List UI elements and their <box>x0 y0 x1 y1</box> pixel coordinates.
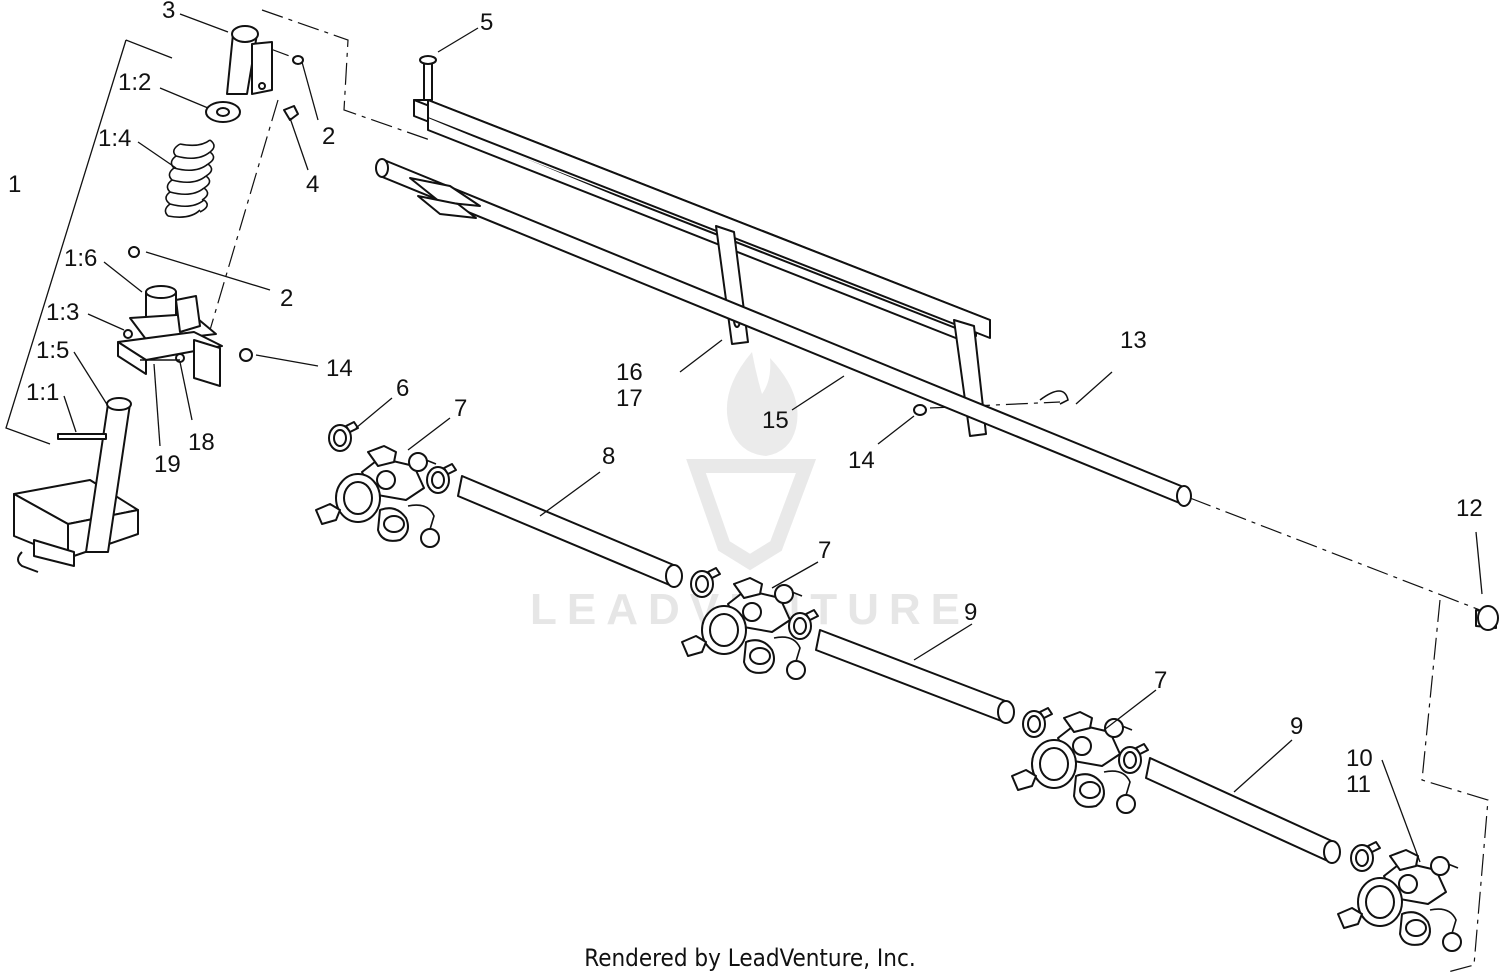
callout-1-5: 1:5 <box>36 337 69 364</box>
leader-lines-nozzles <box>355 397 1421 863</box>
callout-1-6: 1:6 <box>64 245 97 272</box>
boom-sections <box>457 471 1499 864</box>
callout-13: 13 <box>1120 327 1147 354</box>
callout-1-4: 1:4 <box>98 125 131 152</box>
callout-9a: 9 <box>964 599 977 626</box>
callout-18: 18 <box>188 429 215 456</box>
callout-10: 10 <box>1346 745 1373 772</box>
callout-3: 3 <box>162 0 175 24</box>
callout-11: 11 <box>1346 771 1371 798</box>
leader-lines-left <box>63 13 319 447</box>
hose-clamp-1b <box>426 463 457 494</box>
callout-2a: 2 <box>322 123 335 150</box>
hose-clamp-3b <box>1118 743 1149 774</box>
callout-7b: 7 <box>818 537 831 564</box>
top-rail <box>413 27 991 437</box>
callout-1: 1 <box>8 171 21 198</box>
hose-clamp-4 <box>1350 841 1381 872</box>
callout-7a: 7 <box>454 395 467 422</box>
callout-8: 8 <box>602 443 615 470</box>
callout-16: 16 <box>616 359 643 386</box>
callout-12: 12 <box>1456 495 1483 522</box>
callouts: 1 1:1 1:2 1:3 1:4 1:5 1:6 2 2 3 4 5 6 7 … <box>8 0 1483 798</box>
spring <box>164 139 215 218</box>
hose-clamp-1 <box>328 421 359 452</box>
callout-1-2: 1:2 <box>118 69 151 96</box>
callout-14a: 14 <box>326 355 353 382</box>
footer-credit: Rendered by LeadVenture, Inc. <box>584 944 915 972</box>
callout-19: 19 <box>154 451 181 478</box>
mount-assembly <box>5 25 304 573</box>
nozzle-assembly-1 <box>315 445 440 548</box>
callout-7c: 7 <box>1154 667 1167 694</box>
callout-6: 6 <box>396 375 409 402</box>
callout-17: 17 <box>616 385 643 412</box>
callout-1-3: 1:3 <box>46 299 79 326</box>
hose-clamp-3 <box>1022 707 1053 738</box>
callout-2b: 2 <box>280 285 293 312</box>
callout-5: 5 <box>480 9 493 36</box>
callout-15: 15 <box>762 407 789 434</box>
callout-4: 4 <box>306 171 319 198</box>
main-tube <box>375 158 1192 507</box>
callout-1-1: 1:1 <box>26 379 59 406</box>
callout-14b: 14 <box>848 447 875 474</box>
callout-9b: 9 <box>1290 713 1303 740</box>
